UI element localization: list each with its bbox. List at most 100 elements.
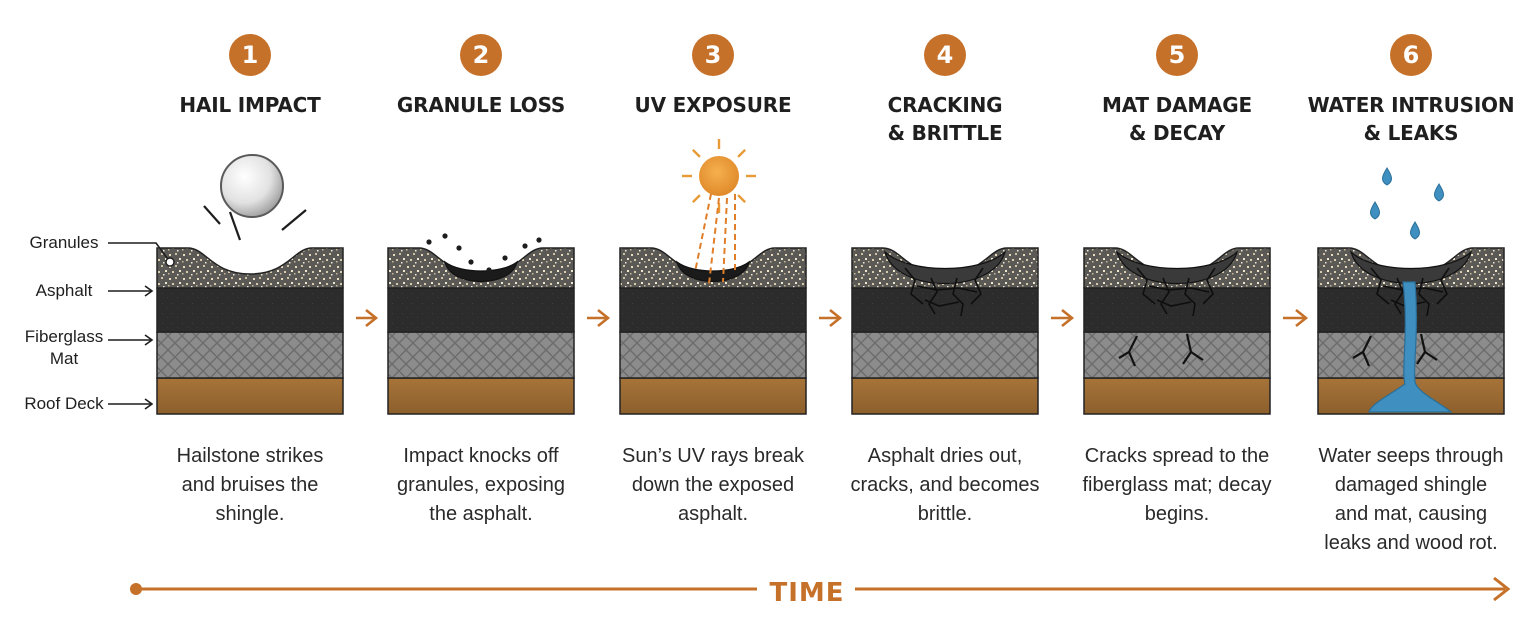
text-line: leaks and wood rot. [1324, 532, 1498, 554]
layer-pointer-arrow [108, 285, 154, 297]
text-line: Granules [29, 233, 99, 252]
shingle-cross-section-5 [1083, 247, 1271, 415]
layer-label: Roof Deck [16, 393, 112, 415]
crack-line [1202, 267, 1216, 305]
fiberglass-mat-layer [156, 331, 344, 379]
step-title: UV EXPOSURE [593, 91, 833, 119]
fiberglass-mat-layer [387, 331, 575, 379]
step-number-badge: 4 [924, 34, 966, 76]
asphalt-layer [1083, 287, 1271, 333]
text-line: shingle. [215, 503, 285, 525]
roof-deck-layer [387, 377, 575, 415]
step-number-badge: 2 [460, 34, 502, 76]
layer-pointer-arrow [108, 334, 154, 346]
step-description: Water seeps through damaged shingle and ma… [1296, 442, 1526, 558]
text-line: Water seeps through [1318, 445, 1504, 467]
step-arrow-icon [356, 308, 379, 328]
hailstone-icon [203, 154, 307, 241]
crack-line [1436, 267, 1450, 305]
mat-crack-line [1416, 333, 1438, 365]
layer-pointer-arrow [108, 242, 175, 267]
text-line: HAIL IMPACT [179, 93, 321, 117]
mat-crack-line [1118, 335, 1138, 367]
text-line: Fiberglass [24, 327, 104, 346]
step-title: WATER INTRUSION & LEAKS [1291, 91, 1531, 147]
water-stream [1368, 281, 1453, 413]
fiberglass-mat-layer [619, 331, 807, 379]
crack-line [1160, 277, 1170, 315]
shingle-cross-section-4 [851, 247, 1039, 415]
asphalt-layer [619, 287, 807, 333]
crack-line [1148, 285, 1210, 293]
text-line: GRANULE LOSS [396, 93, 566, 117]
loose-granules-icon [426, 233, 542, 273]
crack-line [928, 277, 938, 315]
text-line: Roof Deck [24, 394, 104, 413]
text-line: down the exposed [631, 474, 795, 496]
timeline-arrowhead-icon [1493, 576, 1511, 602]
asphalt-layer [387, 287, 575, 333]
step-description: Impact knocks off granules, exposing the a… [366, 442, 596, 529]
step-title: GRANULE LOSS [361, 91, 601, 119]
cracked-asphalt [883, 250, 1007, 285]
text-line: & BRITTLE [887, 121, 1003, 145]
asphalt-layer [156, 287, 344, 333]
granules-layer [156, 247, 344, 289]
text-line: granules, exposing [397, 474, 565, 496]
crack-line [952, 277, 964, 317]
text-line: CRACKING [887, 93, 1003, 117]
shingle-cross-section-6 [1317, 247, 1505, 415]
shingle-cross-section-1 [156, 247, 344, 415]
step-arrow-icon [1283, 308, 1309, 328]
step-number-badge: 6 [1390, 34, 1432, 76]
roof-deck-layer [156, 377, 344, 415]
shingle-cross-section-2 [387, 247, 575, 415]
step-arrow-icon [1051, 308, 1075, 328]
text-line: and bruises the [181, 474, 319, 496]
text-line: brittle. [917, 503, 973, 525]
text-line: Asphalt [35, 281, 93, 300]
text-line: the asphalt. [429, 503, 533, 525]
text-line: cracks, and becomes [850, 474, 1040, 496]
text-line: Sun’s UV rays break [622, 445, 804, 467]
layer-label: Asphalt [16, 280, 112, 302]
fiberglass-mat-layer [851, 331, 1039, 379]
text-line: begins. [1144, 503, 1210, 525]
text-line: UV EXPOSURE [634, 93, 792, 117]
roof-deck-layer [851, 377, 1039, 415]
crack-line [1136, 267, 1156, 305]
text-line: asphalt. [677, 503, 749, 525]
text-line: and mat, causing [1334, 503, 1488, 525]
step-arrow-icon [819, 308, 843, 328]
crack-line [1418, 277, 1430, 317]
text-line: MAT DAMAGE [1102, 93, 1252, 117]
asphalt-layer [851, 287, 1039, 333]
step-title: HAIL IMPACT [130, 91, 370, 119]
exposed-asphalt [444, 260, 518, 282]
mat-crack-line [1352, 335, 1372, 367]
roof-deck-layer [619, 377, 807, 415]
step-number-badge: 3 [692, 34, 734, 76]
text-line: Cracks spread to the [1084, 445, 1270, 467]
timeline-label: TIME [769, 578, 845, 608]
text-line: & LEAKS [1363, 121, 1459, 145]
step-description: Sun’s UV rays break down the exposed aspha… [598, 442, 828, 529]
text-line: WATER INTRUSION [1307, 93, 1515, 117]
text-line: Impact knocks off [403, 445, 559, 467]
mat-crack-line [1182, 333, 1204, 365]
step-number-badge: 1 [229, 34, 271, 76]
crack-line [924, 299, 960, 307]
crack-line [970, 267, 984, 305]
cracked-asphalt [1349, 250, 1473, 285]
crack-line [1184, 277, 1196, 317]
text-line: damaged shingle [1334, 474, 1488, 496]
layer-pointer-arrow [108, 398, 154, 410]
crack-line [916, 285, 978, 293]
fiberglass-mat-layer [1083, 331, 1271, 379]
water-drops-icon [1370, 167, 1444, 240]
step-arrow-icon [587, 308, 611, 328]
crack-line [1394, 277, 1404, 315]
